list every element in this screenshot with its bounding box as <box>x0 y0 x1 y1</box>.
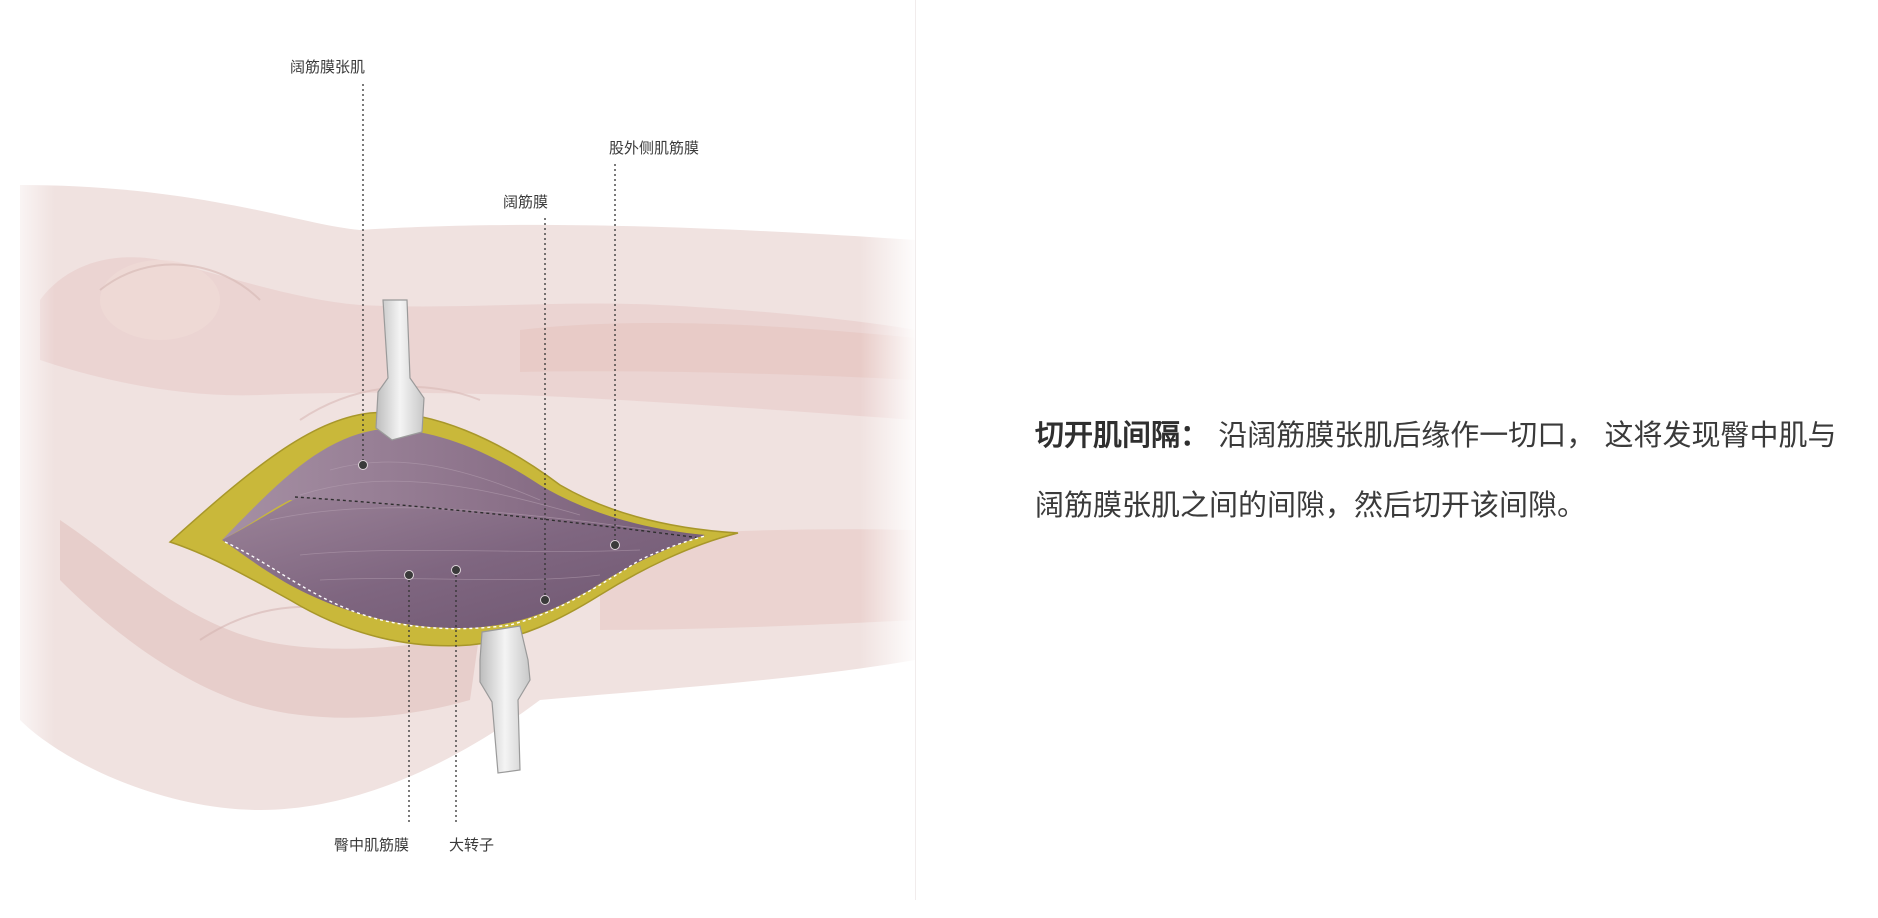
label-fascia-lata: 阔筋膜 <box>503 193 548 211</box>
panel-divider <box>915 0 916 900</box>
label-tensor-fasciae-latae: 阔筋膜张肌 <box>290 58 365 76</box>
anatomy-illustration: 阔筋膜张肌 股外侧肌筋膜 阔筋膜 臀中肌筋膜 大转子 <box>0 0 915 918</box>
label-gluteus-medius-fascia: 臀中肌筋膜 <box>334 836 409 854</box>
caption-heading: 切开肌间隔： <box>1035 418 1209 452</box>
step-caption: 切开肌间隔： 沿阔筋膜张肌后缘作一切口， 这将发现臀中肌与阔筋膜张肌之间的间隙，… <box>1035 400 1855 540</box>
label-greater-trochanter: 大转子 <box>449 836 494 854</box>
anatomy-illustration-panel: 阔筋膜张肌 股外侧肌筋膜 阔筋膜 臀中肌筋膜 大转子 <box>0 0 915 918</box>
label-vastus-lateralis-fascia: 股外侧肌筋膜 <box>609 139 699 157</box>
